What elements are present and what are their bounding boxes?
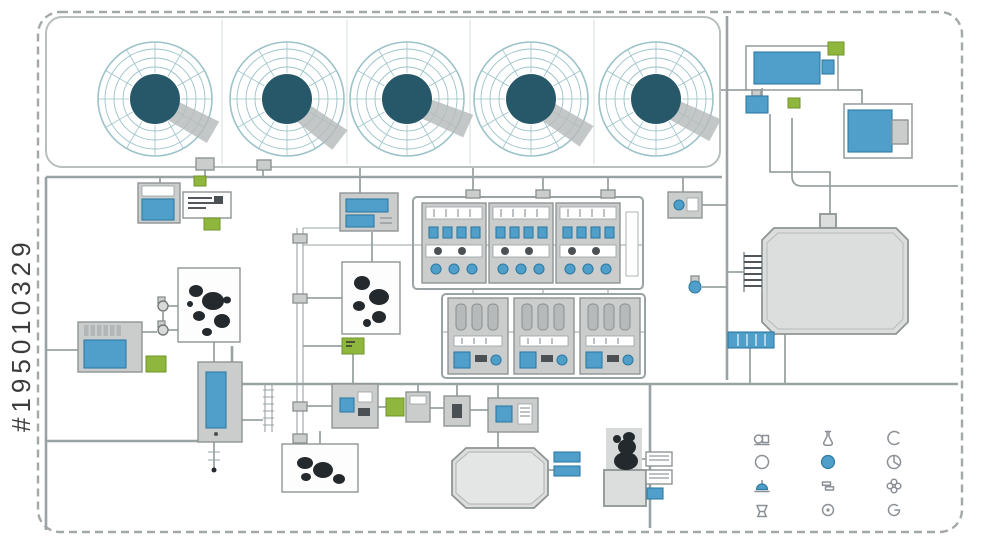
- hall-stub: [535, 189, 551, 199]
- pump-station-b: [487, 397, 539, 433]
- condenser-unit: [727, 331, 775, 349]
- building-stub: [819, 213, 837, 229]
- clarifier-field: [45, 16, 722, 187]
- digester-a: [177, 267, 241, 343]
- pipe-node: [292, 401, 308, 412]
- green-patch: [385, 397, 405, 417]
- dome-tank-icon: [754, 479, 770, 493]
- engine-generator-unit: [421, 202, 487, 284]
- blue-tank: [83, 339, 127, 369]
- heat-exchanger: [743, 252, 763, 292]
- digester-b: [341, 261, 401, 335]
- settling-column: [197, 361, 243, 443]
- auxiliary-unit: [745, 89, 801, 114]
- green-patch: [827, 41, 845, 56]
- clarifier-tank: [97, 41, 220, 157]
- chemical-dosing-unit: [137, 182, 181, 224]
- blue-tank: [205, 371, 227, 429]
- sludge-handling: [603, 428, 673, 507]
- office-building: [745, 41, 845, 91]
- sight-glass-icon: [821, 503, 835, 517]
- junction-box: [256, 159, 272, 171]
- circle-outline-icon: [754, 454, 770, 470]
- main-building: [761, 213, 909, 335]
- hall-stub: [600, 189, 616, 199]
- generator-hall-row-2: [441, 293, 646, 379]
- pump-unit-icon: [753, 434, 770, 446]
- stock-id-watermark: #195010329: [6, 237, 36, 432]
- drain-point: [211, 467, 217, 473]
- pipe-node: [292, 433, 308, 444]
- filter-unit: [331, 383, 405, 429]
- junction-box: [195, 157, 215, 171]
- open-ring-icon: [887, 430, 900, 446]
- sludge-blobs: [613, 432, 638, 470]
- plant-building: [843, 103, 913, 159]
- hopper-stand-icon: [756, 504, 768, 518]
- pump: [688, 275, 702, 294]
- site-boundary: [36, 10, 964, 534]
- turbine-unit: [579, 297, 641, 375]
- turbine-unit: [513, 297, 575, 375]
- pump-icon: [157, 300, 169, 312]
- manifold-unit: [182, 191, 232, 231]
- pipe-node: [292, 293, 308, 304]
- turbine-unit: [447, 297, 509, 375]
- spiral-coil-icon: [887, 503, 901, 517]
- filled-circle-icon: [820, 454, 836, 470]
- clarifier-tank: [229, 41, 348, 157]
- green-patch: [787, 97, 801, 109]
- green-patch: [203, 217, 221, 231]
- pump-icon: [157, 324, 169, 336]
- green-patch: [193, 175, 207, 187]
- transfer-station: [667, 191, 703, 219]
- engine-generator-unit: [555, 202, 621, 284]
- baffle-plates-icon: [821, 481, 835, 491]
- clover-vent-icon: [886, 478, 902, 494]
- segmented-circle-icon: [886, 454, 902, 470]
- dosing-pumps: [157, 296, 169, 336]
- engine-generator-unit: [488, 202, 554, 284]
- green-patch: [145, 355, 167, 373]
- clarifier-tank: [598, 41, 722, 157]
- hall-stub: [465, 189, 481, 199]
- control-unit: [339, 192, 399, 232]
- holding-tank: [451, 447, 581, 509]
- clarifier-tank: [349, 41, 474, 157]
- blue-tank: [553, 465, 581, 477]
- generator-hall-row-1: [412, 189, 644, 290]
- sludge-blobs: [353, 276, 389, 327]
- pipe-node: [292, 233, 308, 244]
- storage-tanks-unit: [77, 321, 167, 373]
- sludge-blobs: [187, 285, 231, 336]
- digester-c: [281, 443, 359, 493]
- flask-icon: [822, 430, 834, 446]
- valve-box: [341, 337, 365, 355]
- sludge-blobs: [297, 457, 345, 484]
- clarifier-tank: [473, 41, 594, 157]
- blue-tank: [553, 451, 581, 463]
- legend: [753, 430, 902, 518]
- pump-station-a: [405, 391, 471, 427]
